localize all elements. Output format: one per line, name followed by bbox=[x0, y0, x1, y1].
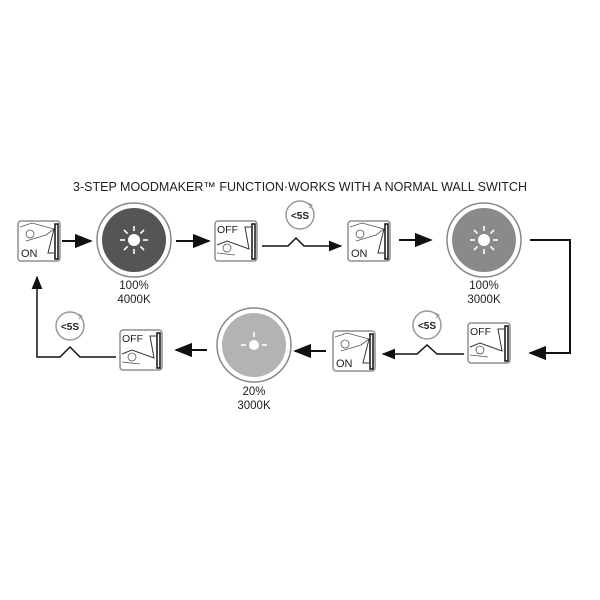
svg-text:OFF: OFF bbox=[470, 326, 491, 338]
switch-off-2: OFF bbox=[467, 322, 511, 364]
arrow bbox=[262, 236, 343, 252]
switch-on-1: ON bbox=[17, 220, 61, 262]
sun-icon bbox=[469, 225, 499, 255]
arrow bbox=[381, 343, 464, 360]
light-state-1: 100% 4000K bbox=[96, 202, 172, 306]
light-state-2: 100% 3000K bbox=[446, 202, 522, 306]
switch-off-1: OFF bbox=[214, 220, 258, 262]
switch-on-3: ON bbox=[332, 330, 376, 372]
switch-off-3: OFF bbox=[119, 329, 163, 371]
timer-icon: <5S bbox=[412, 310, 442, 340]
sun-icon bbox=[119, 225, 149, 255]
svg-text:OFF: OFF bbox=[122, 333, 143, 345]
svg-text:ON: ON bbox=[21, 248, 38, 260]
arrow bbox=[31, 275, 116, 358]
svg-text:ON: ON bbox=[351, 248, 368, 260]
arrow bbox=[528, 239, 571, 361]
switch-on-2: ON bbox=[347, 220, 391, 262]
timer-icon: <5S bbox=[285, 200, 315, 230]
svg-text:ON: ON bbox=[336, 358, 353, 370]
svg-text:3000K: 3000K bbox=[467, 294, 501, 306]
svg-text:<5S: <5S bbox=[418, 321, 436, 332]
svg-text:3000K: 3000K bbox=[237, 400, 271, 412]
timer-icon: <5S bbox=[55, 311, 85, 341]
svg-text:OFF: OFF bbox=[217, 224, 238, 236]
svg-text:100%: 100% bbox=[119, 280, 148, 292]
svg-text:100%: 100% bbox=[469, 280, 498, 292]
svg-text:20%: 20% bbox=[242, 386, 265, 398]
svg-text:4000K: 4000K bbox=[117, 294, 151, 306]
dim-sun-icon bbox=[241, 332, 267, 350]
svg-text:<5S: <5S bbox=[291, 211, 309, 222]
diagram-title: 3-STEP MOODMAKER™ FUNCTION·WORKS WITH A … bbox=[73, 180, 527, 194]
svg-text:<5S: <5S bbox=[61, 322, 79, 333]
light-state-3: 20% 3000K bbox=[216, 307, 292, 412]
